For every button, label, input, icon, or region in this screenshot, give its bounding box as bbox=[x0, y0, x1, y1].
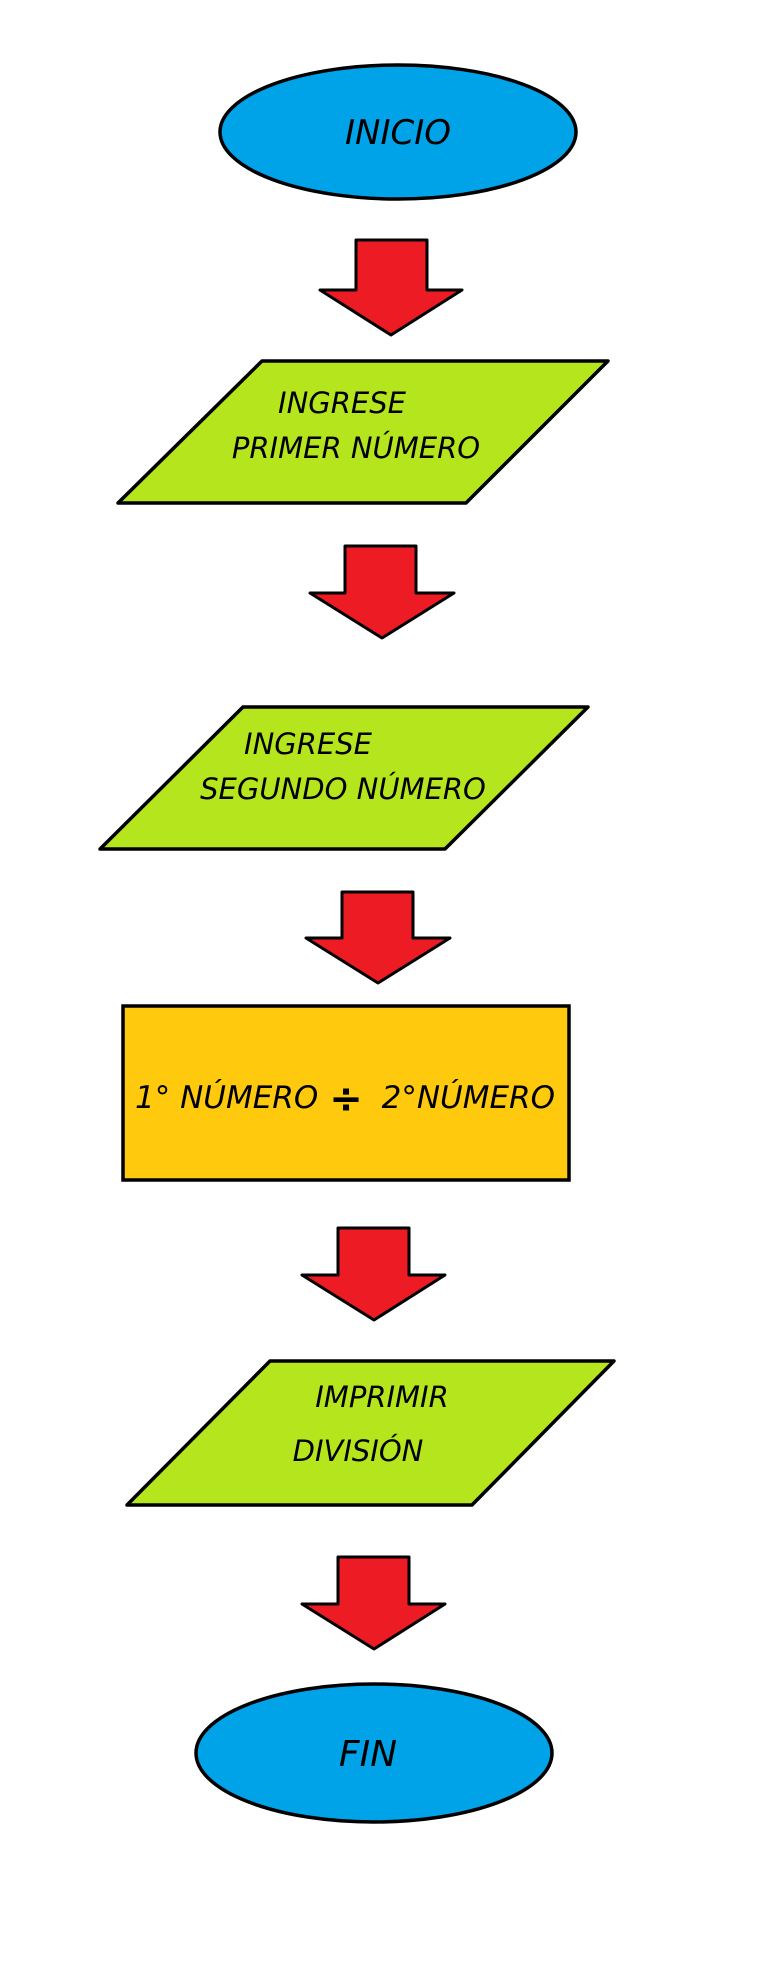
start-label: INICIO bbox=[345, 113, 451, 153]
down-arrow-icon bbox=[318, 238, 464, 337]
output-line2: DIVISIÓN bbox=[293, 1434, 424, 1468]
process-division-node: 1° NÚMERO ÷ 2°NÚMERO bbox=[121, 1004, 571, 1182]
process-right-operand: 2°NÚMERO bbox=[382, 1079, 555, 1116]
down-arrow-icon bbox=[300, 1226, 447, 1322]
end-label: FIN bbox=[339, 1734, 397, 1775]
input-first-parallelogram bbox=[116, 359, 610, 505]
input-second-number-node: INGRESE SEGUNDO NÚMERO bbox=[98, 705, 590, 851]
input-second-line2: SEGUNDO NÚMERO bbox=[200, 772, 486, 806]
down-arrow-icon bbox=[308, 544, 456, 640]
input-first-number-node: INGRESE PRIMER NÚMERO bbox=[116, 359, 610, 505]
end-ellipse bbox=[194, 1682, 554, 1824]
input-first-line2: PRIMER NÚMERO bbox=[232, 431, 480, 465]
input-first-line1: INGRESE bbox=[278, 386, 407, 420]
down-arrow-icon bbox=[300, 1555, 447, 1651]
output-parallelogram bbox=[125, 1359, 616, 1507]
output-line1: IMPRIMIR bbox=[315, 1380, 449, 1414]
end-node: FIN bbox=[194, 1682, 554, 1824]
input-second-line1: INGRESE bbox=[244, 727, 373, 761]
process-left-operand: 1° NÚMERO bbox=[135, 1079, 318, 1116]
output-division-node: IMPRIMIR DIVISIÓN bbox=[125, 1359, 616, 1507]
divide-icon: ÷ bbox=[329, 1076, 363, 1122]
process-rectangle bbox=[121, 1004, 571, 1182]
start-node: INICIO bbox=[218, 63, 578, 201]
down-arrow-icon bbox=[304, 890, 452, 985]
input-second-parallelogram bbox=[98, 705, 590, 851]
start-ellipse bbox=[218, 63, 578, 201]
